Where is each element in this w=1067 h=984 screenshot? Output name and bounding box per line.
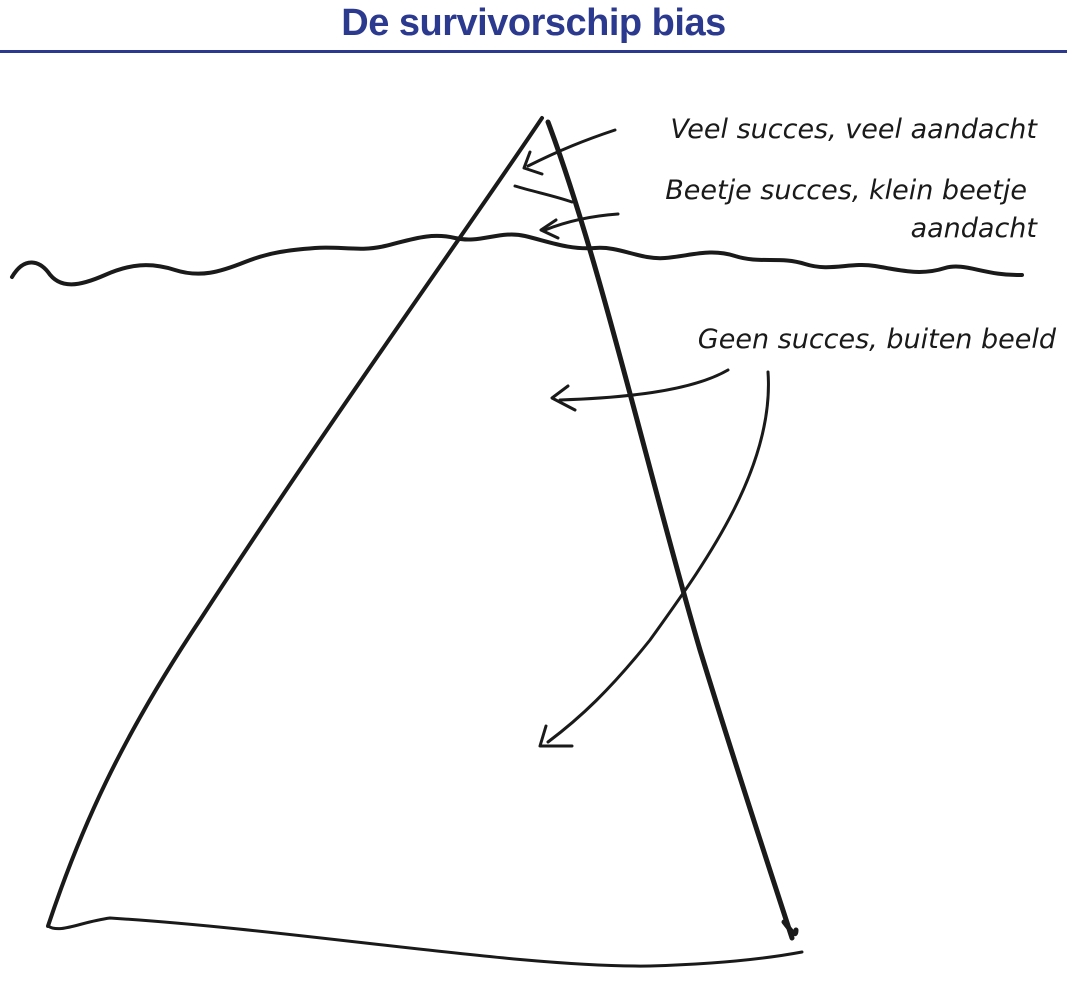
title-underline (0, 50, 1067, 53)
arrowhead-beetje-succes (539, 218, 560, 240)
iceberg-right-hook (781, 919, 799, 937)
iceberg-left-edge (46, 116, 544, 928)
label-geen-succes: Geen succes, buiten beeld (698, 324, 1057, 355)
iceberg-base (46, 916, 804, 968)
water-line (10, 232, 1024, 287)
arrowhead-geen-succes-lower (538, 724, 574, 748)
arrowhead-geen-succes-upper (550, 384, 577, 412)
label-veel-succes: Veel succes, veel aandacht (670, 114, 1038, 145)
arrow-veel-succes (526, 128, 617, 168)
tier-separator (513, 184, 574, 204)
arrow-geen-succes-lower (546, 370, 770, 744)
arrowhead-veel-succes (522, 150, 544, 176)
label-beetje-succes-line2: aandacht (911, 213, 1039, 244)
arrow-geen-succes-upper (558, 368, 730, 402)
arrow-beetje-succes (543, 212, 620, 232)
page-title: De survivorschip bias (341, 2, 726, 44)
label-beetje-succes-line1: Beetje succes, klein beetje (665, 175, 1027, 206)
iceberg-right-edge (545, 119, 795, 941)
